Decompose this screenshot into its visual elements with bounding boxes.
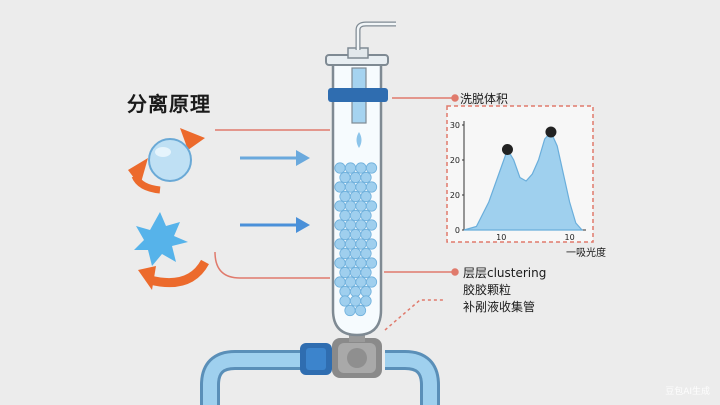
star-particle [134, 212, 188, 266]
small-particle [134, 212, 209, 290]
bead [360, 266, 372, 279]
column-clamp [328, 88, 388, 102]
bead [355, 181, 367, 193]
bead [334, 181, 346, 193]
peak-marker [545, 126, 557, 138]
bead [355, 219, 367, 231]
arrow-right-icon [296, 217, 310, 233]
large-particle [128, 128, 205, 194]
description-line: 补剐液收集管 [463, 300, 536, 314]
bead [334, 276, 346, 288]
connectors [214, 94, 459, 331]
bead [355, 162, 367, 174]
watermark: 豆包AI生成 [665, 387, 710, 397]
bead [339, 190, 351, 203]
elution-curve [463, 130, 584, 231]
bead [349, 295, 362, 307]
orange-arrow-icon [180, 128, 205, 150]
bead [334, 238, 346, 250]
bead [360, 285, 372, 298]
bead [365, 219, 378, 231]
bead [349, 209, 362, 222]
orange-arrow-icon [138, 266, 156, 290]
bead [365, 181, 378, 193]
bead [334, 200, 346, 212]
bead [344, 219, 357, 231]
outlet-pipes [200, 350, 440, 405]
description-line: 层层clustering [463, 266, 547, 280]
y-tick-label: 30 [450, 121, 460, 130]
chart-label: 洗脱体积 [460, 92, 509, 106]
bead [344, 162, 357, 174]
y-tick-label: 20 [450, 156, 460, 165]
bead [349, 171, 362, 184]
sphere-particle [148, 138, 192, 182]
bead [349, 247, 362, 260]
x-tick-label: 10 [496, 233, 506, 242]
bead [339, 247, 351, 260]
bead [344, 200, 357, 212]
y-tick-label: 0 [455, 226, 460, 235]
bead [360, 247, 372, 260]
description: 层层clustering 胶胶颗粒 补剐液收集管 [463, 265, 546, 316]
bead [344, 238, 357, 250]
bead [365, 276, 378, 288]
x-axis-label: 一吸光度 [566, 248, 606, 259]
bead [355, 257, 367, 269]
bead [339, 266, 351, 279]
bead [344, 276, 357, 288]
page-title: 分离原理 [127, 92, 211, 116]
bead-bed [334, 162, 378, 317]
chromatography-column [325, 21, 396, 337]
flow-arrows [240, 150, 310, 233]
elution-chart: 30 20 20 0 10 10 [450, 121, 586, 242]
peak-marker [501, 144, 513, 155]
bead [360, 190, 372, 203]
x-tick-label: 10 [564, 233, 574, 242]
bead [360, 295, 372, 307]
bead [334, 162, 346, 174]
bead [344, 181, 357, 193]
bead [349, 266, 362, 279]
arrow-right-icon [296, 150, 310, 166]
bead [360, 209, 372, 222]
y-tick-label: 20 [450, 191, 460, 200]
bead [334, 219, 346, 231]
bead [365, 238, 378, 250]
bead [355, 276, 367, 288]
bead [349, 190, 362, 203]
bead [360, 228, 372, 241]
bead [355, 200, 367, 212]
bead [355, 238, 367, 250]
bead [349, 228, 362, 241]
bead [344, 257, 357, 269]
bead [339, 295, 351, 307]
bead [360, 171, 372, 184]
description-line: 胶胶颗粒 [463, 283, 512, 297]
bead [334, 257, 346, 269]
bead [354, 304, 367, 317]
bead [339, 285, 351, 298]
bead [339, 209, 351, 222]
bead [349, 285, 362, 298]
bead [365, 200, 378, 212]
bead [339, 228, 351, 241]
bead [344, 304, 356, 317]
droplet [356, 132, 362, 148]
bead [365, 162, 378, 174]
bead [365, 257, 378, 269]
bead [339, 171, 351, 184]
